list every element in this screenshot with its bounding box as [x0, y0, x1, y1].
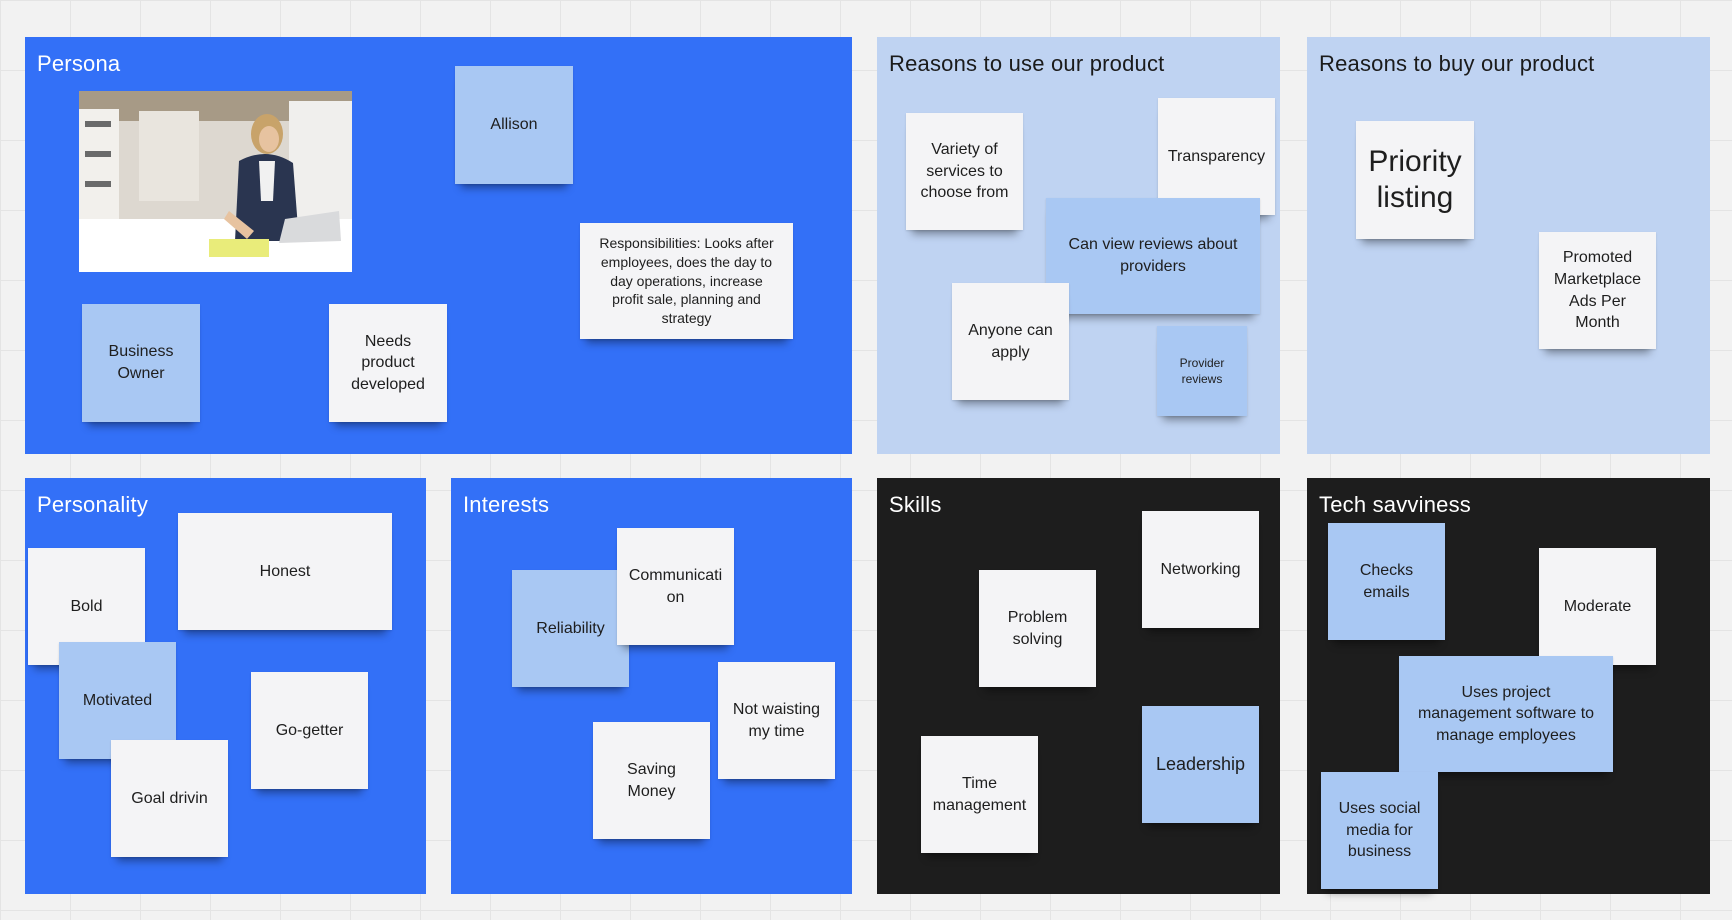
sticky-note-variety[interactable]: Variety of services to choose from: [906, 113, 1023, 230]
frame-title: Interests: [463, 492, 550, 517]
frame-title: Reasons to use our product: [889, 51, 1165, 76]
sticky-note-social-media[interactable]: Uses social media for business: [1321, 772, 1438, 889]
sticky-note-anyone-can-apply[interactable]: Anyone can apply: [952, 283, 1069, 400]
sticky-note-saving-money[interactable]: Saving Money: [593, 722, 710, 839]
sticky-note-problem-solving[interactable]: Problem solving: [979, 570, 1096, 687]
sticky-note-checks-emails[interactable]: Checks emails: [1328, 523, 1445, 640]
sticky-note-go-getter[interactable]: Go-getter: [251, 672, 368, 789]
reasons-to-buy-frame[interactable]: Reasons to buy our product Priority list…: [1307, 37, 1710, 454]
personality-frame[interactable]: Personality Honest Bold Motivated Go-get…: [25, 478, 426, 894]
reasons-to-use-frame[interactable]: Reasons to use our product Variety of se…: [877, 37, 1280, 454]
frame-title: Personality: [37, 492, 149, 517]
sticky-note-priority-listing[interactable]: Priority listing: [1356, 121, 1474, 239]
sticky-note-transparency[interactable]: Transparency: [1158, 98, 1275, 215]
sticky-note-needs-product[interactable]: Needs product developed: [329, 304, 447, 422]
sticky-note-responsibilities[interactable]: Responsibilities: Looks after employees,…: [580, 223, 793, 339]
sticky-note-not-waisting[interactable]: Not waisting my time: [718, 662, 835, 779]
sticky-note-provider-reviews[interactable]: Provider reviews: [1157, 326, 1247, 416]
woman-at-laptop-image: [79, 91, 352, 272]
sticky-note-motivated[interactable]: Motivated: [59, 642, 176, 759]
sticky-note-honest[interactable]: Honest: [178, 513, 392, 630]
sticky-note-moderate[interactable]: Moderate: [1539, 548, 1656, 665]
sticky-note-allison[interactable]: Allison: [455, 66, 573, 184]
sticky-note-time-management[interactable]: Time management: [921, 736, 1038, 853]
sticky-note-leadership[interactable]: Leadership: [1142, 706, 1259, 823]
frame-title: Tech savviness: [1319, 492, 1471, 517]
sticky-note-networking[interactable]: Networking: [1142, 511, 1259, 628]
persona-frame[interactable]: Persona Allison Responsibilities: Looks …: [25, 37, 852, 454]
sticky-note-promoted-ads[interactable]: Promoted Marketplace Ads Per Month: [1539, 232, 1656, 349]
frame-title: Reasons to buy our product: [1319, 51, 1595, 76]
tech-savviness-frame[interactable]: Tech savviness Checks emails Moderate Us…: [1307, 478, 1710, 894]
frame-title: Persona: [37, 51, 121, 76]
sticky-note-view-reviews[interactable]: Can view reviews about providers: [1046, 198, 1260, 314]
sticky-note-goal-drivin[interactable]: Goal drivin: [111, 740, 228, 857]
sticky-note-communication[interactable]: Communication: [617, 528, 734, 645]
sticky-note-business-owner[interactable]: Business Owner: [82, 304, 200, 422]
persona-photo[interactable]: [79, 91, 352, 272]
interests-frame[interactable]: Interests Reliability Communication Not …: [451, 478, 852, 894]
sticky-note-reliability[interactable]: Reliability: [512, 570, 629, 687]
sticky-note-project-management[interactable]: Uses project management software to mana…: [1399, 656, 1613, 772]
skills-frame[interactable]: Skills Networking Problem solving Time m…: [877, 478, 1280, 894]
frame-title: Skills: [889, 492, 942, 517]
